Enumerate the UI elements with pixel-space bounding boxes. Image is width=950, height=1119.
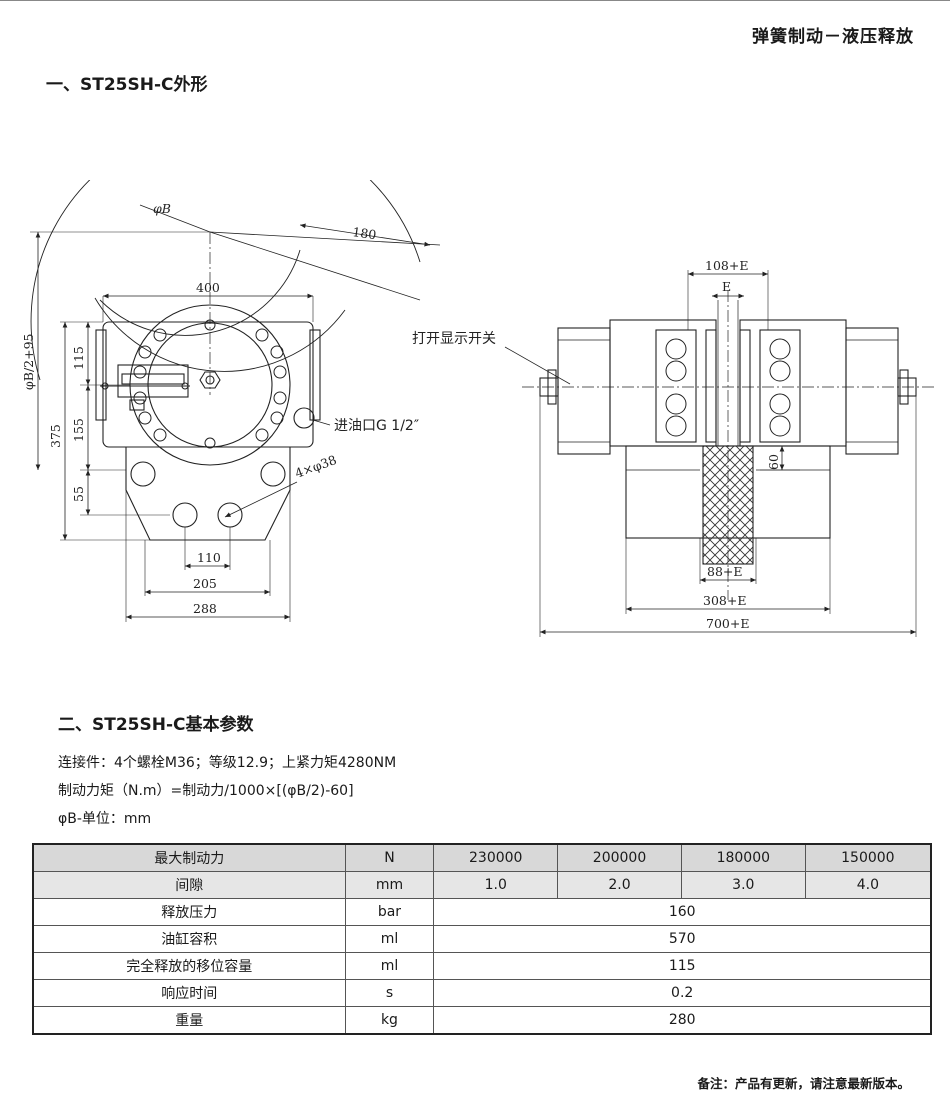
table-row: 完全释放的移位容量 ml 115 — [32, 952, 932, 980]
label-phiB2-95: φB/2+95 — [21, 334, 36, 390]
note-torque-formula: 制动力矩（N.m）=制动力/1000×[(φB/2)-60] — [58, 783, 354, 799]
row-value: 160 — [433, 898, 932, 926]
row-unit: mm — [344, 871, 435, 899]
section-outline-title: 一、ST25SH-C外形 — [46, 75, 208, 95]
row-label: 释放压力 — [32, 898, 346, 926]
table-row: 重量 kg 280 — [32, 1006, 932, 1035]
note-unit: φB-单位：mm — [58, 811, 152, 827]
table-row: 释放压力 bar 160 — [32, 898, 932, 926]
note-connection: 连接件：4个螺栓M36；等级12.9；上紧力矩4280NM — [58, 755, 397, 771]
table-row: 油缸容积 ml 570 — [32, 925, 932, 953]
label-115: 115 — [71, 346, 86, 370]
row-unit: ml — [344, 925, 435, 953]
row-label: 最大制动力 — [32, 843, 346, 872]
row-value: 150000 — [804, 843, 932, 872]
row-unit: kg — [344, 1006, 435, 1035]
label-phiB: φB — [153, 201, 171, 216]
label-180: 180 — [352, 224, 378, 242]
parameters-table: 最大制动力 N 230000 200000 180000 150000 间隙 m… — [32, 843, 932, 1035]
top-rule — [0, 0, 950, 1]
label-400: 400 — [196, 280, 220, 295]
row-value: 280 — [433, 1006, 932, 1035]
label-108E: 108+E — [705, 258, 748, 273]
label-288: 288 — [193, 601, 217, 616]
row-value: 1.0 — [433, 871, 559, 899]
technical-drawing: φB 180 400 φB/2+95 375 115 155 55 110 20… — [21, 180, 934, 637]
label-375: 375 — [48, 424, 63, 448]
row-value: 230000 — [433, 843, 559, 872]
row-label: 重量 — [32, 1006, 346, 1035]
row-value: 115 — [433, 952, 932, 980]
page-header-title: 弹簧制动－液压释放 — [752, 27, 914, 47]
label-205: 205 — [193, 576, 217, 591]
side-view-labels: 打开显示开关 108+E E 60 88+E 308+E 700+E — [412, 258, 781, 631]
row-value: 2.0 — [557, 871, 682, 899]
table-row: 间隙 mm 1.0 2.0 3.0 4.0 — [32, 871, 932, 899]
label-110: 110 — [197, 550, 221, 565]
front-view — [30, 180, 441, 622]
row-unit: ml — [344, 952, 435, 980]
front-view-labels: φB 180 400 φB/2+95 375 115 155 55 110 20… — [21, 201, 419, 616]
label-oil-inlet: 进油口G 1/2″ — [334, 418, 419, 434]
label-60: 60 — [766, 454, 781, 470]
label-700E: 700+E — [706, 616, 749, 631]
row-unit: s — [344, 979, 435, 1007]
row-value: 570 — [433, 925, 932, 953]
row-label: 完全释放的移位容量 — [32, 952, 346, 980]
row-value: 4.0 — [804, 871, 932, 899]
section-params-title: 二、ST25SH-C基本参数 — [58, 715, 254, 735]
side-view — [504, 270, 934, 637]
label-155: 155 — [71, 418, 86, 442]
row-label: 间隙 — [32, 871, 346, 899]
row-value: 3.0 — [680, 871, 806, 899]
label-88E: 88+E — [707, 564, 743, 579]
row-unit: bar — [344, 898, 435, 926]
row-label: 响应时间 — [32, 979, 346, 1007]
label-308E: 308+E — [703, 593, 746, 608]
table-row: 响应时间 s 0.2 — [32, 979, 932, 1007]
table-row: 最大制动力 N 230000 200000 180000 150000 — [32, 843, 932, 872]
label-E: E — [722, 279, 731, 294]
row-label: 油缸容积 — [32, 925, 346, 953]
footer-note: 备注：产品有更新，请注意最新版本。 — [697, 1076, 910, 1091]
row-value: 0.2 — [433, 979, 932, 1007]
row-value: 180000 — [680, 843, 806, 872]
row-value: 200000 — [557, 843, 682, 872]
label-indicator-switch: 打开显示开关 — [412, 330, 496, 347]
label-holes: 4×φ38 — [293, 452, 339, 481]
row-unit: N — [344, 843, 435, 872]
label-55: 55 — [71, 486, 86, 502]
